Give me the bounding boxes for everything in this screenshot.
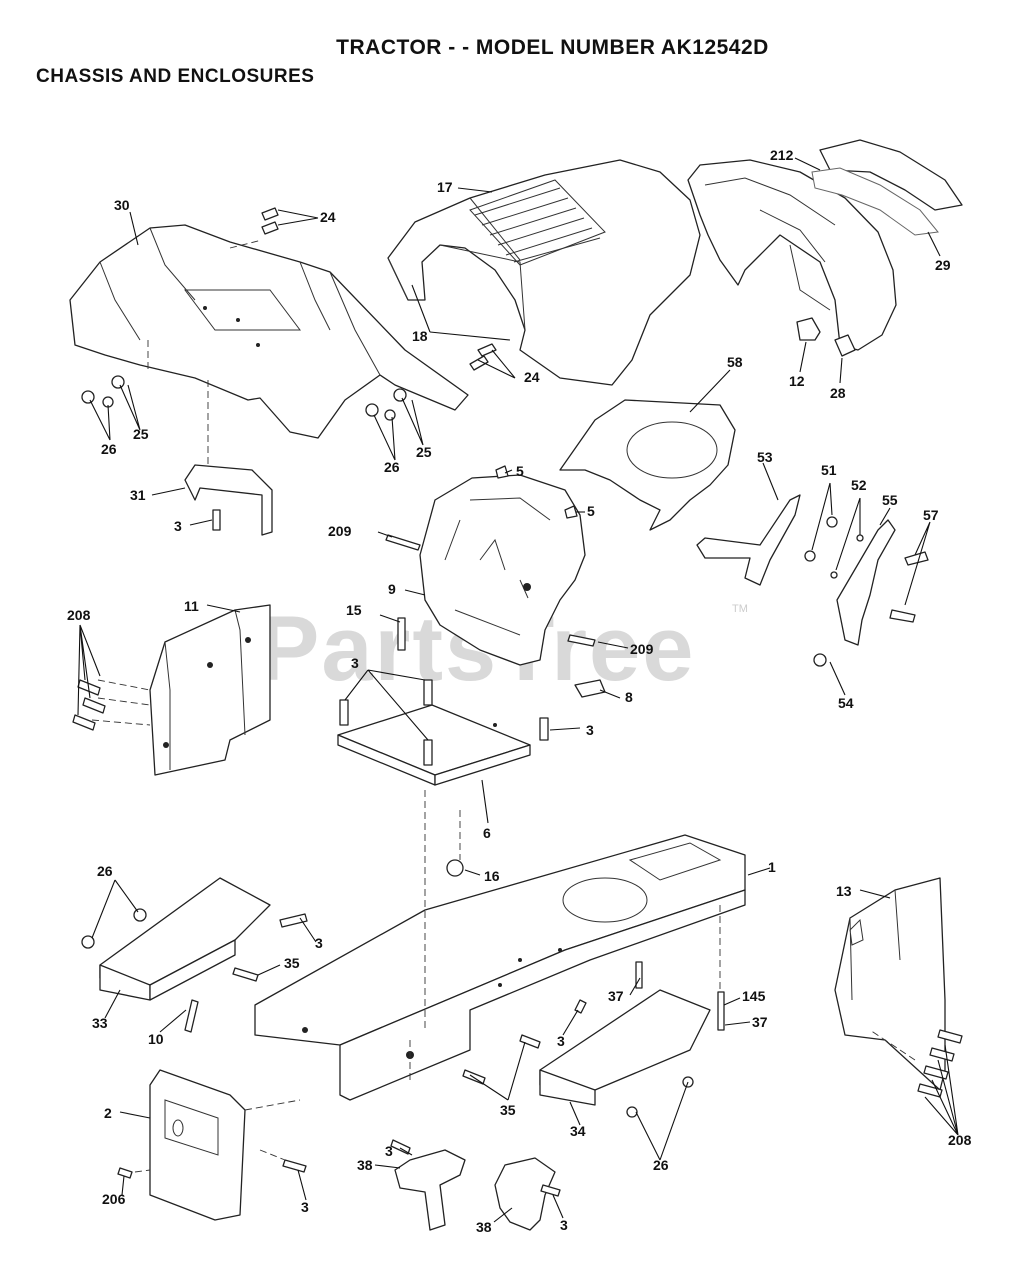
callout-37: 37 [608,988,624,1004]
callout-12: 12 [789,373,805,389]
part-55-bracket [836,519,896,646]
callout-18: 18 [412,328,428,344]
callout-145: 145 [742,988,766,1004]
callout-38: 38 [476,1219,492,1235]
part-31-bracket [184,464,273,536]
callout-212: 212 [770,147,794,163]
part-1-main-frame [254,834,746,1101]
part-58-cover [559,399,736,531]
callout-13: 13 [836,883,852,899]
callout-34: 34 [570,1123,586,1139]
callout-26: 26 [97,863,113,879]
callout-26: 26 [101,441,117,457]
callout-33: 33 [92,1015,108,1031]
part-2-front-plate [149,1069,246,1221]
callout-5: 5 [516,463,524,479]
callout-35: 35 [284,955,300,971]
callout-9: 9 [388,581,396,597]
callout-208: 208 [67,607,91,623]
part-6-floor-plate [337,704,531,786]
callout-53: 53 [757,449,773,465]
part-29-hood-brackets [811,139,963,236]
callout-11: 11 [184,598,199,614]
callout-17: 17 [437,179,453,195]
callout-25: 25 [416,444,432,460]
callout-57: 57 [923,507,939,523]
part-12-bumper [796,317,821,341]
leader-lines [77,157,959,1223]
diagram-title: TRACTOR - - MODEL NUMBER AK12542D [336,36,769,59]
callout-26: 26 [653,1157,669,1173]
callout-5: 5 [587,503,595,519]
callout-209: 209 [328,523,352,539]
part-28-latch [834,334,856,357]
part-38-bracket-right [494,1157,556,1231]
callout-54: 54 [838,695,854,711]
callout-206: 206 [102,1191,126,1207]
callout-209: 209 [630,641,654,657]
callout-1: 1 [768,859,776,875]
callout-29: 29 [935,257,951,273]
callout-208: 208 [948,1132,972,1148]
callout-15: 15 [346,602,362,618]
callout-28: 28 [830,385,846,401]
callout-30: 30 [114,197,130,213]
callout-24: 24 [524,369,540,385]
callout-31: 31 [130,487,146,503]
callout-10: 10 [148,1031,164,1047]
callout-3: 3 [174,518,182,534]
callout-3: 3 [301,1199,309,1215]
part-9-dashboard [419,474,586,666]
callout-2: 2 [104,1105,112,1121]
callout-24: 24 [320,209,336,225]
callout-3: 3 [560,1217,568,1233]
assembly-lines [91,239,916,1173]
part-33-footrest [99,877,271,1001]
callout-25: 25 [133,426,149,442]
callout-38: 38 [357,1157,373,1173]
callout-35: 35 [500,1102,516,1118]
callout-6: 6 [483,825,491,841]
callout-58: 58 [727,354,743,370]
callout-8: 8 [625,689,633,705]
hardware-fasteners [72,207,963,1197]
part-17-hood [387,159,701,386]
callout-37: 37 [752,1014,768,1030]
callouts: 30 24 17 18 24 212 29 12 28 58 26 25 26 … [67,147,972,1235]
part-13-side-panel [834,877,946,1091]
callout-26: 26 [384,459,400,475]
part-34-footrest [539,989,711,1106]
part-38-bracket-left [394,1149,466,1231]
part-30-rear-fender [69,224,469,439]
part-53-plate [696,494,801,586]
part-11-side-panel [149,604,271,776]
watermark-tm: TM [732,603,748,615]
diagram-subtitle: CHASSIS AND ENCLOSURES [36,66,315,87]
callout-52: 52 [851,477,867,493]
callout-3: 3 [385,1143,393,1159]
callout-51: 51 [821,462,837,478]
callout-3: 3 [351,655,359,671]
callout-55: 55 [882,492,898,508]
callout-3: 3 [586,722,594,738]
callout-3: 3 [315,935,323,951]
callout-16: 16 [484,868,500,884]
callout-3: 3 [557,1033,565,1049]
